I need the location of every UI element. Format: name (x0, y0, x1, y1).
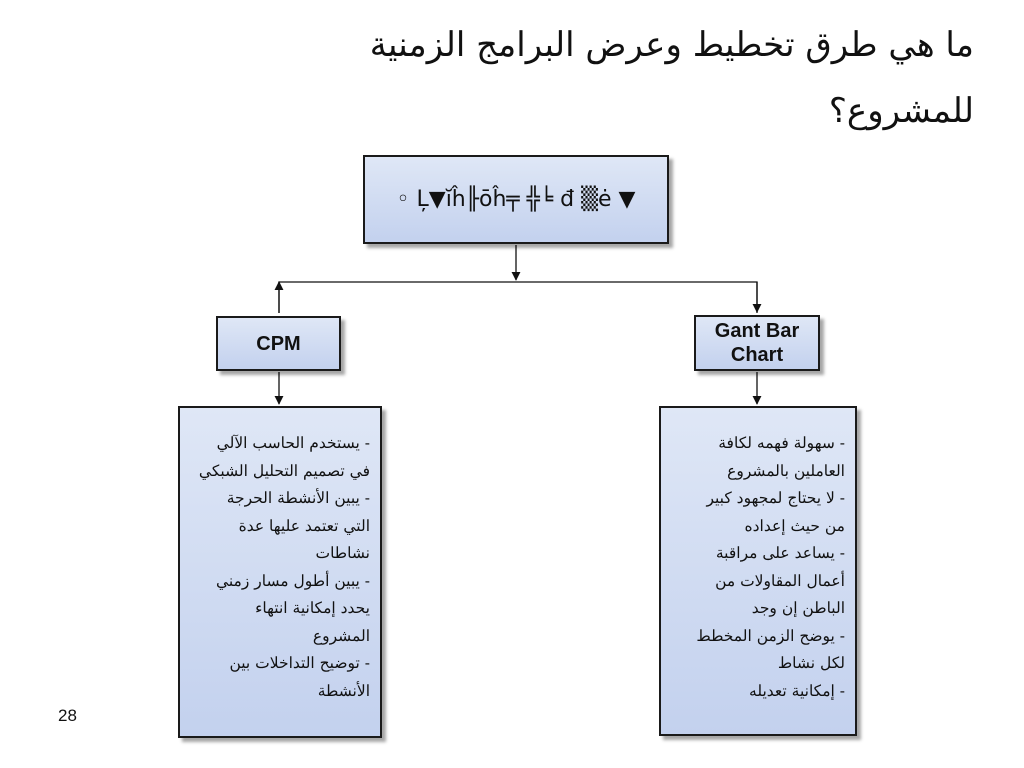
gant-detail-line: - إمكانية تعديله (749, 681, 845, 700)
gant-label-line-2: Chart (730, 344, 784, 366)
gant-bar-chart-node: Gant Bar Chart (694, 315, 820, 371)
cpm-detail-line: المشروع (312, 626, 370, 645)
top-method-box: ◦ Ļ▼ĭĥ╟ōĥ╤ ╬╘ đ ▒ė ▼ (363, 155, 669, 244)
cpm-detail-line: - يستخدم الحاسب الآلي (216, 434, 370, 452)
gant-detail-line: من حيث إعداده (744, 516, 845, 535)
cpm-detail-line: في تصميم التحليل الشبكي (198, 461, 370, 480)
gant-detail-line: العاملين بالمشروع (727, 461, 845, 480)
page-number: 28 (58, 706, 77, 725)
cpm-node: CPM (216, 316, 341, 371)
cpm-detail-line: يحدد إمكانية انتهاء (255, 599, 370, 617)
gant-detail-line: الباطن إن وجد (751, 599, 845, 617)
connector-bracket (278, 281, 758, 313)
cpm-details-box: - يستخدم الحاسب الآلي في تصميم التحليل ا… (178, 406, 382, 738)
top-box-text: ◦ Ļ▼ĭĥ╟ōĥ╤ ╬╘ đ ▒ė ▼ (396, 187, 636, 212)
slide-title: ما هي طرق تخطيط وعرض البرامج الزمنية للم… (214, 12, 974, 144)
cpm-detail-line: الأنشطة (317, 681, 370, 700)
gant-detail-line: - لا يحتاج لمجهود كبير (706, 489, 845, 507)
gant-detail-line: لكل نشاط (777, 654, 845, 672)
title-line-2: للمشروع؟ (828, 91, 974, 131)
gant-detail-line: - سهولة فهمه لكافة (718, 434, 845, 452)
gant-detail-line: - يساعد على مراقبة (715, 544, 845, 562)
cpm-label: CPM (256, 332, 301, 355)
cpm-detail-line: - توضيح التداخلات بين (229, 654, 370, 672)
cpm-detail-line: نشاطات (315, 544, 370, 562)
cpm-detail-line: - يبين أطول مسار زمني (215, 571, 370, 590)
gant-label-line-1: Gant Bar (714, 320, 800, 342)
title-line-1: ما هي طرق تخطيط وعرض البرامج الزمنية (369, 25, 974, 65)
gant-details-box: - سهولة فهمه لكافة العاملين بالمشروع - ل… (659, 406, 857, 736)
cpm-detail-line: - يبين الأنشطة الحرجة (226, 489, 370, 507)
gant-detail-line: - يوضح الزمن المخطط (696, 626, 845, 645)
cpm-detail-line: التي تعتمد عليها عدة (238, 516, 370, 535)
gant-detail-line: أعمال المقاولات من (715, 571, 845, 590)
